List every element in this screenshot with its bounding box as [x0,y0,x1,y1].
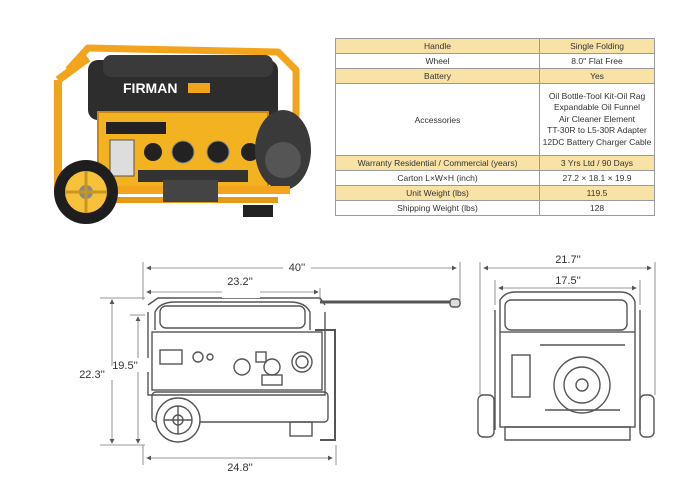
dim-frame-height: 19.5'' [112,360,138,372]
dim-base-length: 24.8'' [227,462,253,474]
spec-value: Single Folding [539,38,655,54]
accessory-item: Oil Bottle-Tool Kit-Oil Rag [548,90,646,101]
dim-overall-width: 21.7'' [555,254,581,266]
accessory-item: Air Cleaner Element [558,113,636,124]
spec-value: 128 [539,200,655,216]
spec-key: Battery [335,68,540,84]
generator-photo: FIRMAN [54,44,311,224]
spec-key: Warranty Residential / Commercial (years… [335,155,540,171]
dim-overall-length: 40'' [289,262,305,274]
spec-row: Carton L×W×H (inch) 27.2 × 18.1 × 19.9 [335,170,655,186]
spec-row: Unit Weight (lbs) 119.5 [335,185,655,201]
spec-key: Shipping Weight (lbs) [335,200,540,216]
brand-logo: FIRMAN [123,80,177,96]
side-view-drawing [147,297,461,443]
spec-key: Unit Weight (lbs) [335,185,540,201]
accessory-item: 12DC Battery Charger Cable [542,136,652,147]
spec-row: Wheel 8.0'' Flat Free [335,53,655,69]
spec-value: 27.2 × 18.1 × 19.9 [539,170,655,186]
spec-value-list: Oil Bottle-Tool Kit-Oil Rag Expandable O… [539,83,655,156]
spec-table: Handle Single Folding Wheel 8.0'' Flat F… [335,38,655,216]
spec-row: Handle Single Folding [335,38,655,54]
accessory-item: TT-30R to L5-30R Adapter [547,125,647,136]
spec-row: Warranty Residential / Commercial (years… [335,155,655,171]
spec-row: Accessories Oil Bottle-Tool Kit-Oil Rag … [335,83,655,156]
spec-value: Yes [539,68,655,84]
dimension-drawing: 40'' 23.2'' 22.3'' 19.5'' 24.8'' 21.7'' … [79,253,656,474]
spec-value: 3 Yrs Ltd / 90 Days [539,155,655,171]
front-view-drawing [477,291,655,441]
spec-row: Battery Yes [335,68,655,84]
spec-key: Accessories [335,83,540,156]
dim-frame-width: 17.5'' [555,275,581,287]
accessory-item: Expandable Oil Funnel [553,102,640,113]
dim-frame-length: 23.2'' [227,276,253,288]
spec-key: Wheel [335,53,540,69]
spec-key: Carton L×W×H (inch) [335,170,540,186]
dim-total-height: 22.3'' [79,369,105,381]
spec-value: 119.5 [539,185,655,201]
spec-key: Handle [335,38,540,54]
spec-row: Shipping Weight (lbs) 128 [335,200,655,216]
spec-value: 8.0'' Flat Free [539,53,655,69]
